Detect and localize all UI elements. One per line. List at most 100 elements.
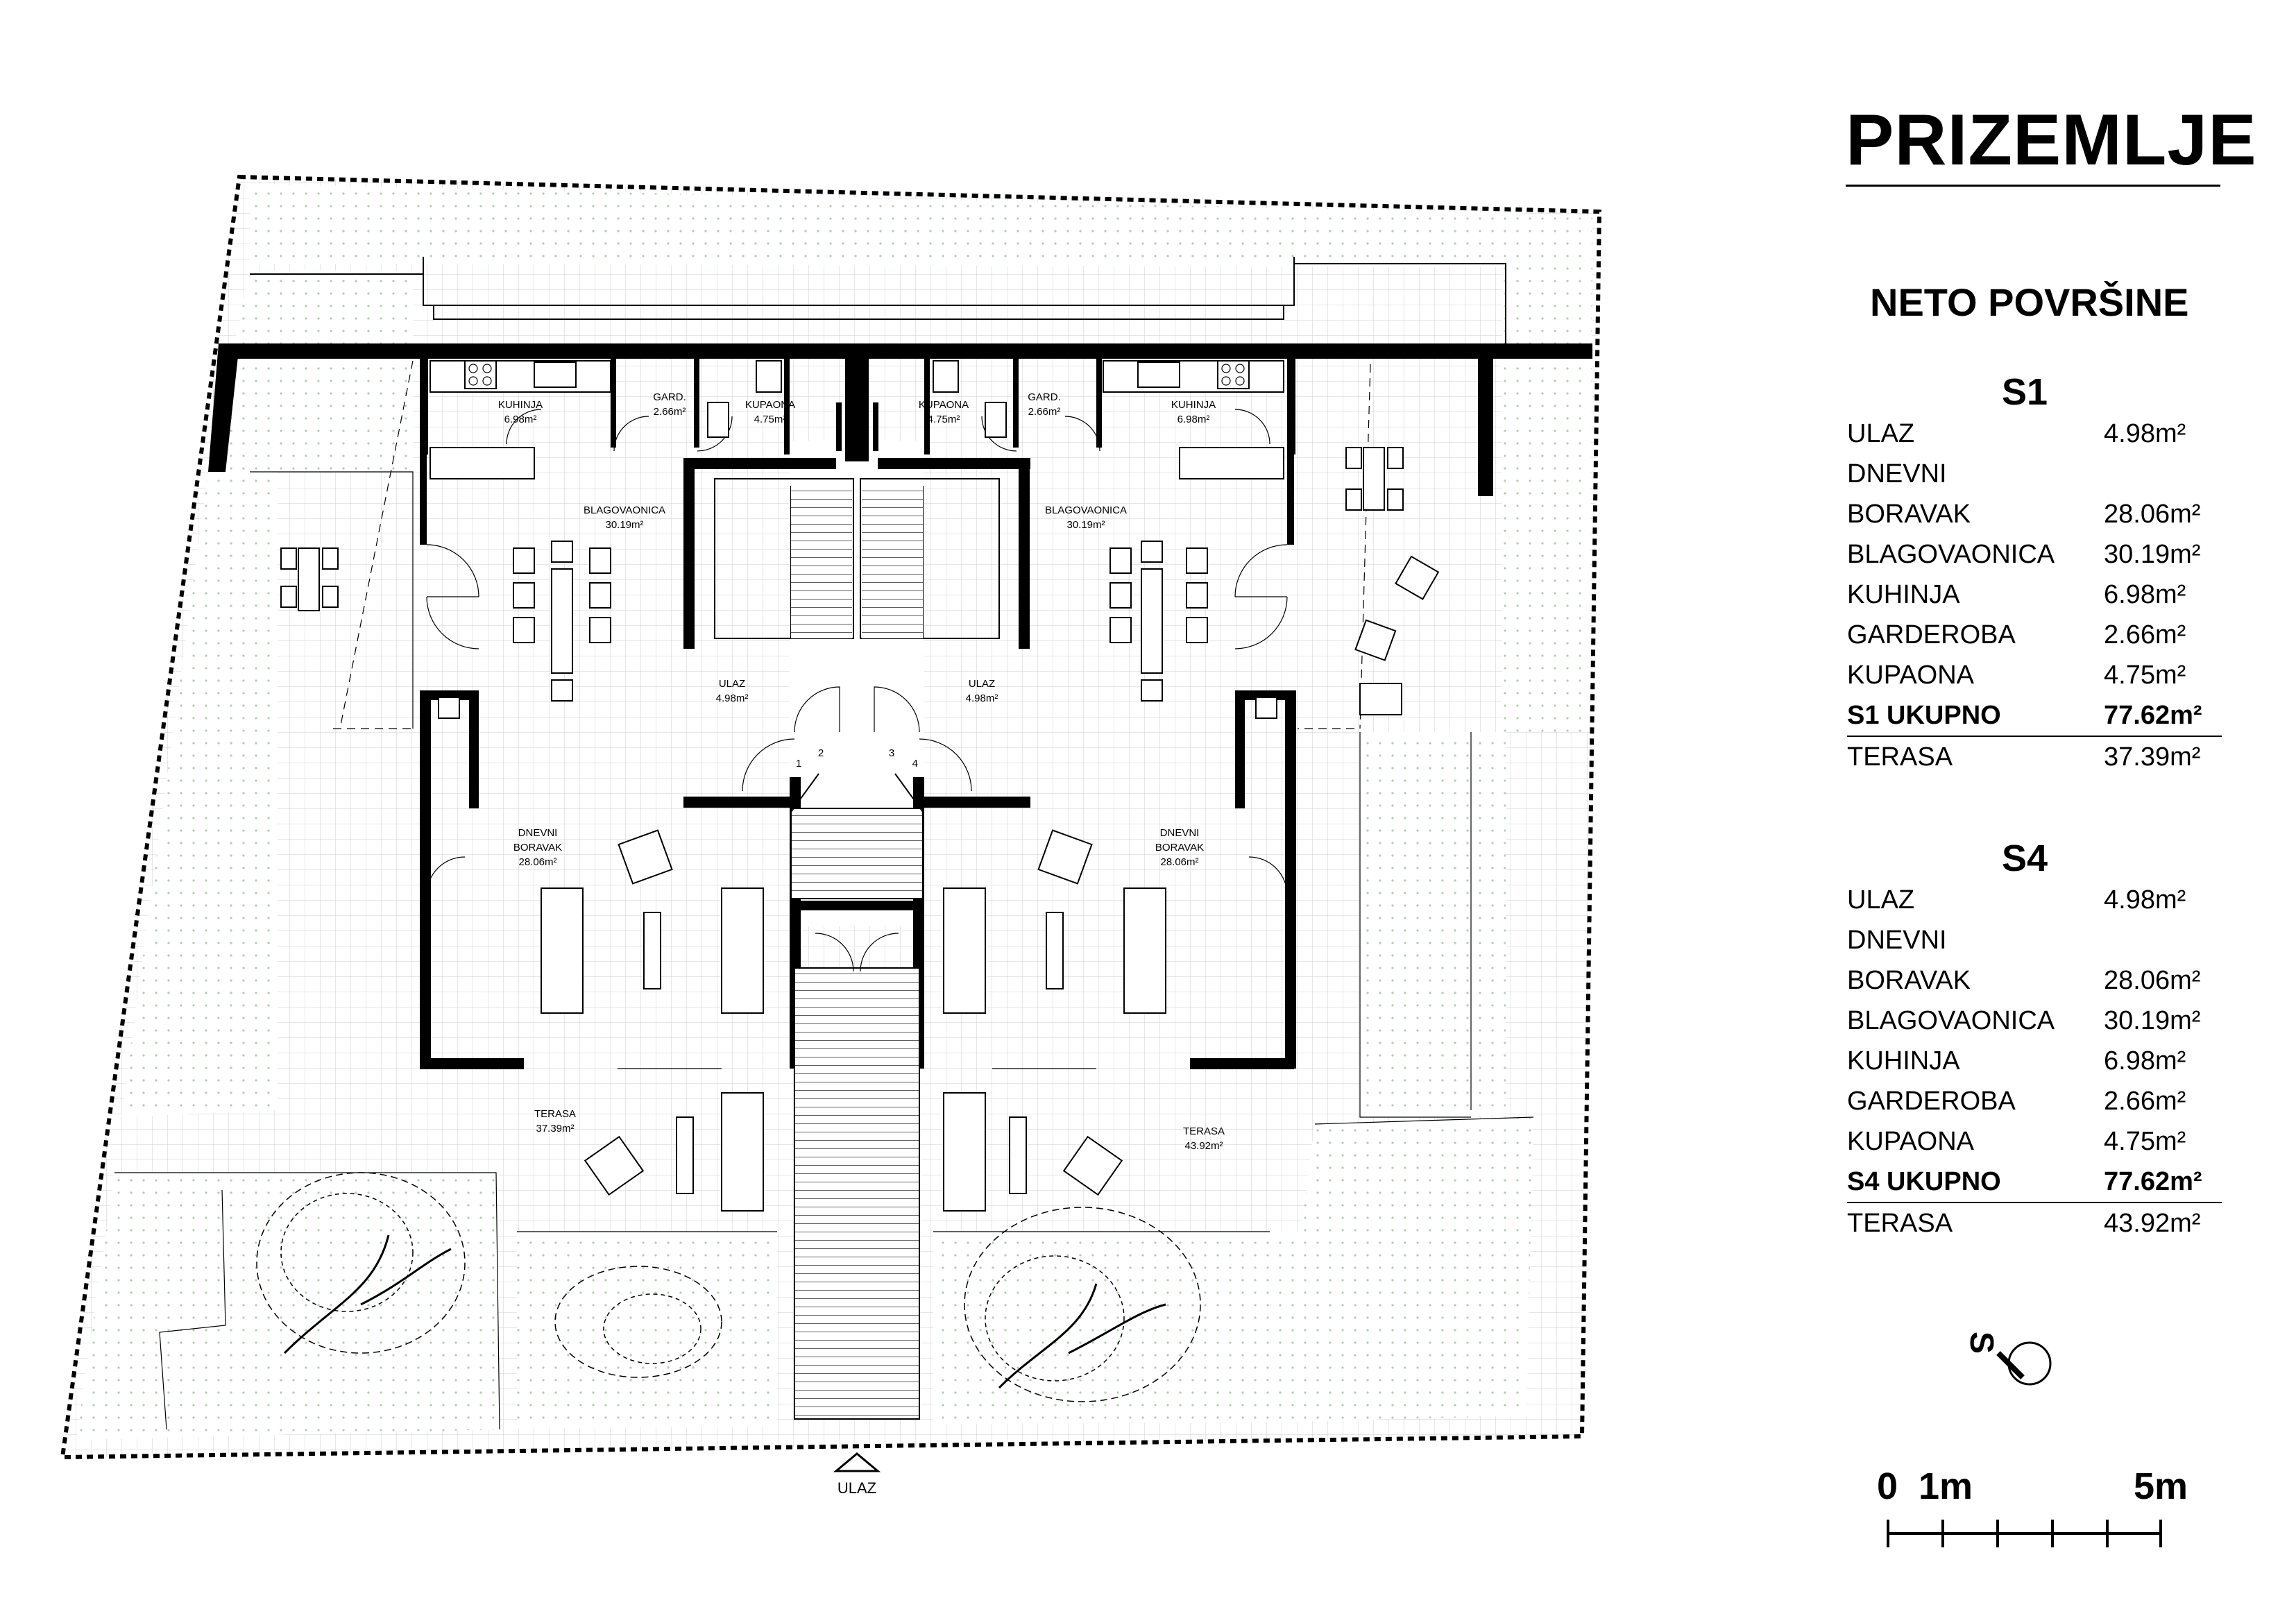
total-value: 77.62m² [2104, 701, 2202, 730]
row-value: 28.06m² [2104, 500, 2201, 529]
hob-right [1217, 360, 1250, 389]
unit-s4-row: BLAGOVAONICA 30.19m² [1847, 1001, 2222, 1041]
tree-1 [256, 1172, 466, 1354]
north-arrow: S [1963, 1332, 2052, 1386]
unit-s1-total: S1 UKUPNO 77.62m² [1847, 695, 2222, 737]
row-value: 4.75m² [2104, 1127, 2186, 1156]
unit-s1-row: BLAGOVAONICA 30.19m² [1847, 534, 2222, 575]
area-entry-right: 4.98m² [966, 692, 998, 704]
row-value: 6.98m² [2104, 1046, 2186, 1076]
label-wardrobe-left: GARD. [653, 391, 686, 403]
row-value: 2.66m² [2104, 620, 2186, 649]
row-value: 30.19m² [2104, 1006, 2201, 1035]
row-label: DNEVNI [1847, 459, 1947, 488]
area-kitchen-right: 6.98m² [1177, 414, 1210, 425]
area-dining-left: 30.19m² [605, 519, 643, 531]
title-divider [1846, 185, 2220, 187]
row-value: 2.66m² [2104, 1087, 2186, 1116]
area-wardrobe-left: 2.66m² [654, 406, 686, 418]
total-label: S4 UKUPNO [1847, 1167, 2001, 1196]
tree-3 [964, 1207, 1201, 1402]
unit-s4-heading: S4 [2002, 838, 2048, 879]
row-label: KUHINJA [1847, 580, 1960, 609]
terrace-value: 43.92m² [2104, 1209, 2201, 1238]
room-labels: KUHINJA 6.98m² GARD. 2.66m² KUPAONA 4.75… [498, 391, 1225, 1152]
row-label: ULAZ [1847, 419, 1915, 448]
staircase [714, 478, 1000, 1420]
label-terrace-left: TERASA [534, 1108, 576, 1120]
label-bathroom-right: KUPAONA [919, 399, 969, 411]
row-label: BLAGOVAONICA [1847, 540, 2055, 569]
scale-label-zero: 0 [1877, 1465, 1898, 1507]
unit-s4-row: KUHINJA 6.98m² [1847, 1041, 2222, 1081]
unit-s4-terrace: TERASA 43.92m² [1847, 1203, 2222, 1243]
terrace-label: TERASA [1847, 1209, 1953, 1238]
row-value: 28.06m² [2104, 966, 2201, 995]
terrace-value: 37.39m² [2104, 742, 2201, 772]
row-value: 4.98m² [2104, 419, 2186, 448]
unit-s1-row: KUPAONA 4.75m² [1847, 655, 2222, 695]
area-living-right: 28.06m² [1160, 856, 1198, 868]
label-wardrobe-right: GARD. [1028, 391, 1061, 403]
row-label: BORAVAK [1847, 966, 1971, 995]
area-wardrobe-right: 2.66m² [1028, 406, 1061, 418]
label-entry-right: ULAZ [969, 678, 995, 690]
unit-s1-row: ULAZ 4.98m² [1847, 414, 2222, 454]
area-living-left: 28.06m² [518, 856, 556, 868]
unit-s4-row: DNEVNI [1847, 920, 2222, 960]
hob-left [464, 360, 497, 389]
row-value: 4.98m² [2104, 885, 2186, 915]
unit-s4-row: BORAVAK 28.06m² [1847, 960, 2222, 1001]
area-entry-left: 4.98m² [716, 692, 749, 704]
row-label: BORAVAK [1847, 500, 1971, 529]
label-entry-left: ULAZ [719, 678, 745, 690]
unit-s4-row: ULAZ 4.98m² [1847, 880, 2222, 920]
area-kitchen-left: 6.98m² [504, 414, 537, 425]
row-label: KUPAONA [1847, 661, 1975, 690]
unit-s1-terrace: TERASA 37.39m² [1847, 737, 2222, 777]
label-bathroom-left: KUPAONA [745, 399, 795, 411]
row-label: GARDEROBA [1847, 1087, 2016, 1116]
row-label: KUHINJA [1847, 1046, 1960, 1076]
label-kitchen-left: KUHINJA [498, 399, 543, 411]
label-living-right-2: BORAVAK [1155, 842, 1204, 853]
label-living-left-1: DNEVNI [518, 827, 558, 839]
label-living-right-1: DNEVNI [1160, 827, 1200, 839]
entrance-label: ULAZ [837, 1479, 876, 1497]
area-terrace-left: 37.39m² [536, 1123, 574, 1135]
label-kitchen-right: KUHINJA [1171, 399, 1216, 411]
north-label: S [1963, 1332, 2000, 1354]
row-label: GARDEROBA [1847, 620, 2016, 649]
row-value: 30.19m² [2104, 540, 2201, 569]
unit-s4-total: S4 UKUPNO 77.62m² [1847, 1162, 2222, 1203]
stair-number-3: 3 [889, 747, 894, 759]
tree-2 [554, 1266, 722, 1378]
total-value: 77.62m² [2104, 1167, 2202, 1196]
row-value: 4.75m² [2104, 661, 2186, 690]
page-title: PRIZEMLJE [1846, 100, 2257, 180]
unit-s1-row: BORAVAK 28.06m² [1847, 494, 2222, 534]
area-bathroom-left: 4.75m² [754, 414, 787, 425]
stair-number-1: 1 [796, 758, 801, 770]
row-label: DNEVNI [1847, 926, 1947, 955]
unit-s1-row: GARDEROBA 2.66m² [1847, 615, 2222, 655]
row-label: BLAGOVAONICA [1847, 1006, 2055, 1035]
unit-s4-row: GARDEROBA 2.66m² [1847, 1081, 2222, 1121]
total-label: S1 UKUPNO [1847, 701, 2001, 730]
unit-s1-row: DNEVNI [1847, 454, 2222, 494]
areas-subtitle: NETO POVRŠINE [1870, 280, 2189, 324]
label-dining-right: BLAGOVAONICA [1045, 504, 1127, 516]
doors [426, 409, 1288, 1069]
area-terrace-right: 43.92m² [1184, 1140, 1223, 1152]
stair-number-4: 4 [912, 758, 918, 770]
label-terrace-right: TERASA [1183, 1125, 1225, 1137]
row-label: ULAZ [1847, 885, 1915, 915]
area-dining-right: 30.19m² [1066, 519, 1105, 531]
terrace-label: TERASA [1847, 742, 1953, 772]
entrance-marker: ULAZ [833, 1452, 881, 1497]
scale-label-last: 5m [2134, 1465, 2188, 1507]
unit-s1-heading: S1 [2002, 371, 2048, 413]
furniture [280, 360, 1440, 1212]
